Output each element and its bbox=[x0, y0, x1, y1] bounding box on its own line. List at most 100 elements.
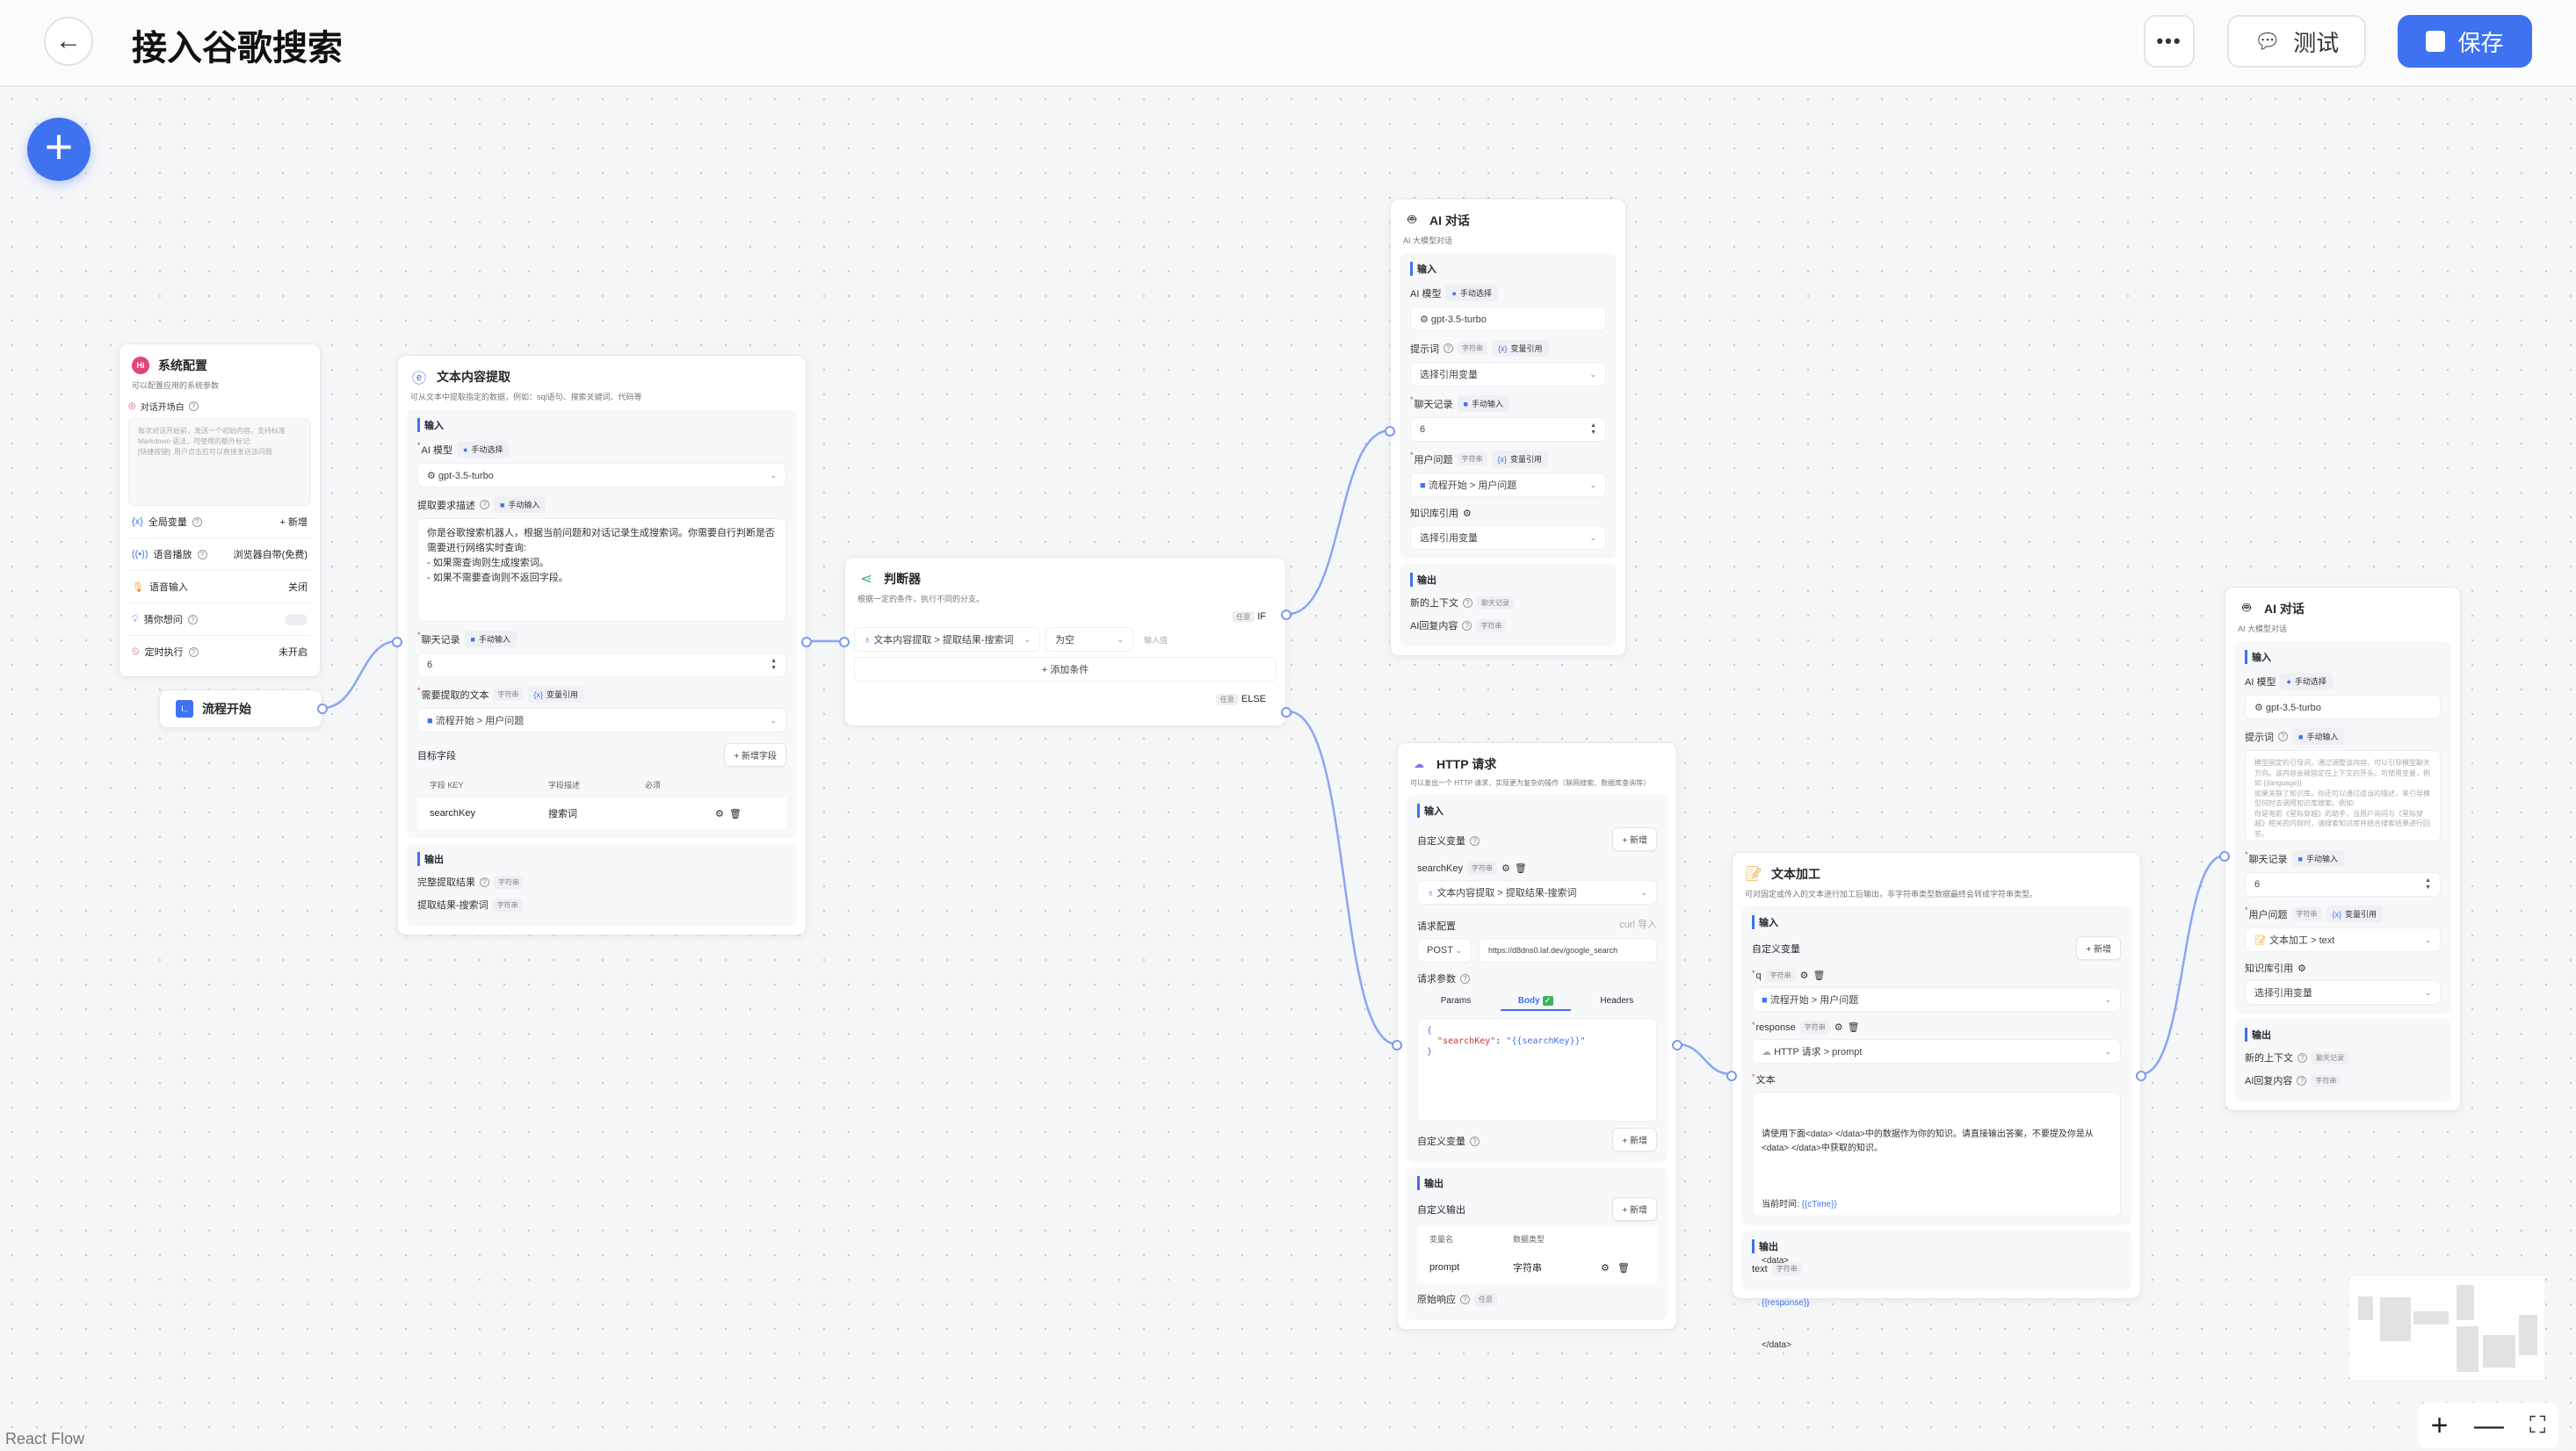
zoom-in-button[interactable]: + bbox=[2430, 1408, 2449, 1442]
suggest-toggle[interactable] bbox=[285, 613, 308, 625]
suggest-row[interactable]: 💡︎猜你想问? bbox=[128, 603, 311, 636]
add-variable-button[interactable]: + 新增 bbox=[2076, 936, 2121, 960]
url-input[interactable]: https://d8dns0.laf.dev/google_search bbox=[1479, 938, 1657, 963]
save-button[interactable]: 保存 bbox=[2398, 15, 2532, 68]
test-button[interactable]: 💬︎测试 bbox=[2227, 15, 2366, 68]
trash-icon[interactable]: 🗑︎ bbox=[1514, 863, 1527, 874]
curl-import-link[interactable]: curl 导入 bbox=[1619, 920, 1657, 930]
searchkey-ref-select[interactable]: ♁ 文本内容提取 > 提取结果-搜索词⌄ bbox=[1417, 880, 1657, 905]
add-variable-button[interactable]: + 新增 bbox=[1612, 1127, 1657, 1151]
condition-value-input[interactable]: 输入值 bbox=[1144, 635, 1169, 645]
back-button[interactable]: ← bbox=[44, 17, 93, 66]
add-output-button[interactable]: + 新增 bbox=[1612, 1197, 1657, 1221]
more-button[interactable]: ••• bbox=[2144, 15, 2195, 68]
input-handle[interactable] bbox=[1385, 426, 1395, 437]
prompt-select[interactable]: 选择引用变量⌄ bbox=[1410, 362, 1606, 386]
method-select[interactable]: POST⌄ bbox=[1417, 938, 1472, 963]
tab-body[interactable]: Body ✓ bbox=[1500, 993, 1571, 1011]
gear-icon[interactable]: ⚙︎ bbox=[2297, 963, 2306, 974]
trash-icon[interactable]: 🗑︎ bbox=[1847, 1022, 1860, 1033]
input-handle[interactable] bbox=[1392, 1040, 1402, 1050]
stepper-icon[interactable]: ▲▼ bbox=[1590, 422, 1596, 436]
extract-desc-textarea[interactable]: 你是谷歌搜索机器人，根据当前问题和对话记录生成搜索词。你需要自行判断是否需要进行… bbox=[417, 518, 786, 622]
text-ref-select[interactable]: ■ 流程开始 > 用户问题⌄ bbox=[417, 708, 786, 733]
q-ref-select[interactable]: ■ 流程开始 > 用户问题⌄ bbox=[1752, 987, 2121, 1012]
flow-start-node[interactable]: I..流程开始 bbox=[159, 689, 328, 728]
gear-icon[interactable]: ⚙︎ bbox=[1501, 863, 1510, 874]
model-select[interactable]: ⚙︎ gpt-3.5-turbo bbox=[2245, 695, 2441, 719]
ai-chat-node-2[interactable]: 🤖︎AI 对话 AI 大模型对话 输入 AI 模型●手动选择 ⚙︎ gpt-3.… bbox=[2219, 587, 2461, 1111]
global-vars-row[interactable]: {x}全局变量?+ 新增 bbox=[128, 506, 311, 538]
output-handle[interactable] bbox=[801, 637, 812, 647]
judge-node[interactable]: ⋖判断器 根据一定的条件，执行不同的分支。 任意 IF ♁ 文本内容提取 > 提… bbox=[839, 557, 1292, 726]
output-handle[interactable] bbox=[1672, 1040, 1682, 1050]
kb-select[interactable]: 选择引用变量⌄ bbox=[2245, 980, 2441, 1005]
add-node-button[interactable]: + bbox=[27, 118, 90, 181]
input-handle[interactable] bbox=[392, 637, 402, 647]
gear-icon[interactable]: ⚙︎ bbox=[715, 808, 724, 819]
trash-icon[interactable]: 🗑︎ bbox=[1617, 1262, 1631, 1274]
stepper-icon[interactable]: ▲▼ bbox=[771, 658, 777, 671]
add-variable-button[interactable]: + 新增 bbox=[1612, 827, 1657, 851]
minimap[interactable] bbox=[2349, 1276, 2544, 1380]
var-ref-tag[interactable]: {x}变量引用 bbox=[527, 686, 585, 703]
manual-select-tag[interactable]: ●手动选择 bbox=[1445, 285, 1498, 301]
condition-op-select[interactable]: 为空⌄ bbox=[1046, 627, 1133, 652]
history-number-input[interactable]: 6▲▼ bbox=[417, 653, 786, 677]
voice-input-row[interactable]: 🎙︎语音输入关闭 bbox=[128, 571, 311, 603]
manual-input-tag[interactable]: ■手动输入 bbox=[494, 496, 546, 513]
tab-params[interactable]: Params bbox=[1440, 996, 1472, 1006]
model-select[interactable]: ⚙︎ gpt-3.5-turbo⌄ bbox=[417, 463, 786, 487]
tab-headers[interactable]: Headers bbox=[1600, 996, 1634, 1006]
condition-var-select[interactable]: ♁ 文本内容提取 > 提取结果-搜索词⌄ bbox=[854, 627, 1040, 652]
manual-input-tag[interactable]: ■手动输入 bbox=[2291, 850, 2344, 867]
fit-view-button[interactable]: ⛶ bbox=[2529, 1411, 2546, 1438]
ai-chat-node-1[interactable]: 🤖︎AI 对话 AI 大模型对话 输入 AI 模型●手动选择 ⚙︎ gpt-3.… bbox=[1385, 199, 1626, 656]
manual-select-tag[interactable]: ●手动选择 bbox=[456, 441, 510, 458]
gear-icon[interactable]: ⚙︎ bbox=[1799, 971, 1809, 981]
model-select[interactable]: ⚙︎ gpt-3.5-turbo bbox=[1410, 307, 1606, 331]
stepper-icon[interactable]: ▲▼ bbox=[2425, 877, 2431, 891]
question-select[interactable]: 📝︎ 文本加工 > text⌄ bbox=[2245, 928, 2441, 952]
text-process-node[interactable]: 📝︎文本加工 可对固定或传入的文本进行加工后输出，非字符串类型数据最终会转成字符… bbox=[1726, 852, 2146, 1350]
gear-icon[interactable]: ⚙︎ bbox=[1463, 508, 1472, 519]
var-ref-tag[interactable]: {x}变量引用 bbox=[2326, 906, 2384, 922]
manual-input-tag[interactable]: ■手动输入 bbox=[2292, 728, 2345, 745]
gear-icon[interactable]: ⚙︎ bbox=[1601, 1262, 1610, 1274]
schedule-row[interactable]: ⏲︎定时执行?未开启 bbox=[128, 636, 311, 668]
var-ref-tag[interactable]: {x}变量引用 bbox=[1492, 340, 1549, 357]
body-editor[interactable]: { "searchKey": "{{searchKey}}"} bbox=[1417, 1018, 1657, 1122]
else-handle[interactable] bbox=[1281, 707, 1292, 718]
trash-icon[interactable]: 🗑︎ bbox=[1813, 971, 1826, 981]
history-number-input[interactable]: 6▲▼ bbox=[1410, 417, 1606, 442]
input-handle[interactable] bbox=[839, 637, 850, 647]
response-ref-select[interactable]: ☁︎ HTTP 请求 > prompt⌄ bbox=[1752, 1039, 2121, 1064]
var-ref-tag[interactable]: {x}变量引用 bbox=[1491, 451, 1549, 467]
question-select[interactable]: ■ 流程开始 > 用户问题⌄ bbox=[1410, 473, 1606, 497]
if-handle[interactable] bbox=[1281, 610, 1292, 620]
input-handle[interactable] bbox=[1726, 1071, 1737, 1081]
chevron-down-icon: ⌄ bbox=[2424, 935, 2431, 944]
output-handle[interactable] bbox=[317, 704, 328, 714]
http-request-node[interactable]: ☁︎HTTP 请求 可以发出一个 HTTP 请求，实现更为复杂的操作（联网搜索、… bbox=[1392, 742, 1682, 1330]
react-flow-attribution[interactable]: React Flow bbox=[5, 1430, 85, 1447]
trash-icon[interactable]: 🗑︎ bbox=[729, 808, 742, 819]
output-handle[interactable] bbox=[2136, 1071, 2146, 1081]
manual-select-tag[interactable]: ●手动选择 bbox=[2280, 673, 2333, 689]
add-condition-button[interactable]: + 添加条件 bbox=[854, 657, 1277, 682]
welcome-textarea[interactable]: 每次对话开始前，发送一个初始内容。支持标准 Markdown 语法，可使用的额外… bbox=[128, 418, 311, 506]
manual-input-tag[interactable]: ■手动输入 bbox=[464, 631, 517, 647]
kb-select[interactable]: 选择引用变量⌄ bbox=[1410, 525, 1606, 550]
add-field-button[interactable]: + 新增字段 bbox=[724, 743, 786, 767]
prompt-textarea[interactable]: 模型固定的引导词，通过调整该内容，可以引导模型聊天方向。该内容会被固定在上下文的… bbox=[2245, 750, 2441, 841]
zoom-out-button[interactable]: — bbox=[2473, 1408, 2504, 1442]
tts-row[interactable]: ((•))语音播放?浏览器自带(免费) bbox=[128, 538, 311, 571]
add-global-var-button[interactable]: + 新增 bbox=[279, 517, 308, 528]
text-template-textarea[interactable]: 请使用下面<data> </data>中的数据作为你的知识。请直接输出答案，不要… bbox=[1752, 1092, 2121, 1350]
input-handle[interactable] bbox=[2219, 851, 2230, 862]
manual-input-tag[interactable]: ■手动输入 bbox=[1457, 395, 1509, 412]
gear-icon[interactable]: ⚙︎ bbox=[1834, 1022, 1843, 1033]
history-number-input[interactable]: 6▲▼ bbox=[2245, 872, 2441, 897]
